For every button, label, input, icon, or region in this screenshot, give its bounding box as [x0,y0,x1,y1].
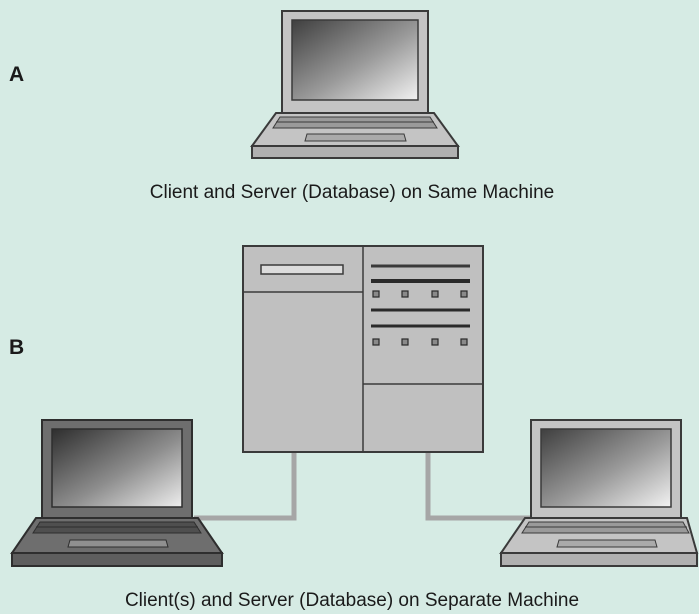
panel-a-label: A [9,63,24,86]
panel-a-caption: Client and Server (Database) on Same Mac… [150,182,554,203]
laptop-icon [499,419,699,567]
panel-b-caption: Client(s) and Server (Database) on Separ… [125,590,579,611]
cable-connector [194,452,531,521]
laptop-icon [250,10,460,159]
panel-b-label: B [9,336,24,359]
server-cabinet-icon [242,245,484,453]
laptop-icon [10,419,224,567]
